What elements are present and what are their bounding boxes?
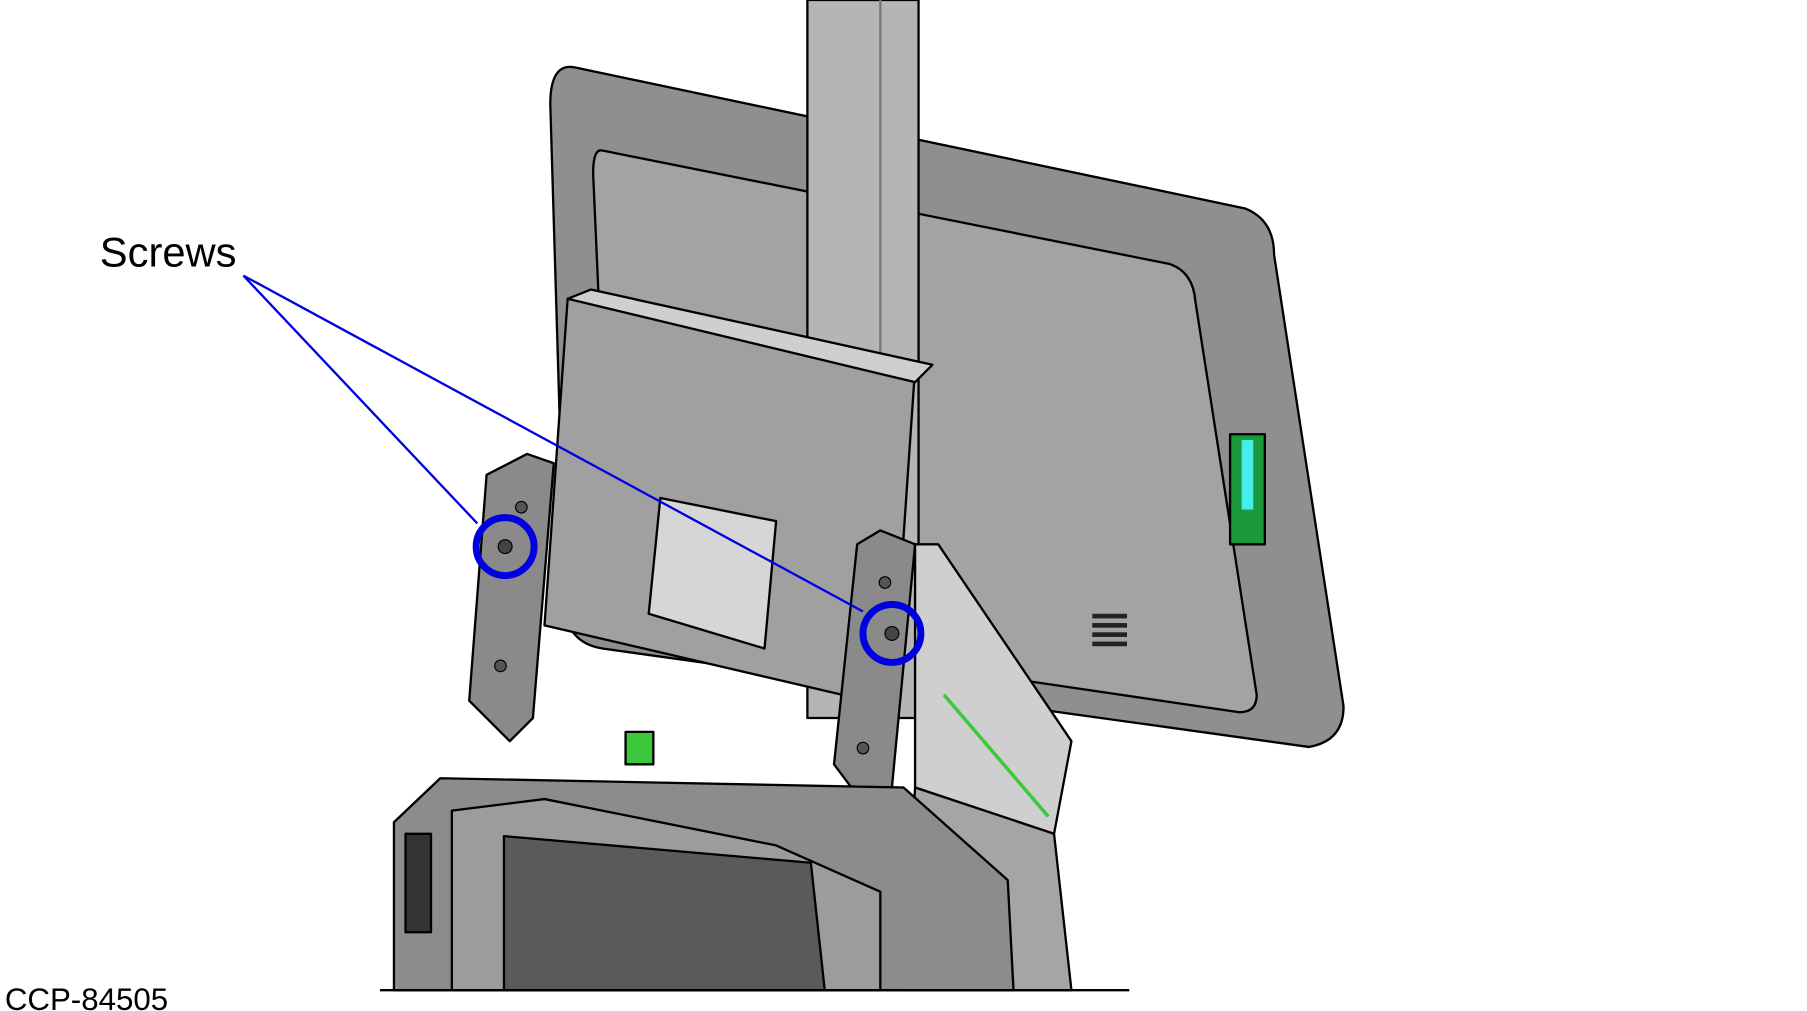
screw-callouts <box>242 274 925 666</box>
left-flange <box>468 452 555 743</box>
lower-device <box>392 777 1015 992</box>
screw-right-highlight <box>859 601 925 666</box>
screws-label: Screws <box>100 228 237 275</box>
figure-id: CCP-84505 <box>5 982 168 1011</box>
screw-left-highlight <box>472 514 538 580</box>
speaker-grille-icon <box>1092 613 1128 647</box>
